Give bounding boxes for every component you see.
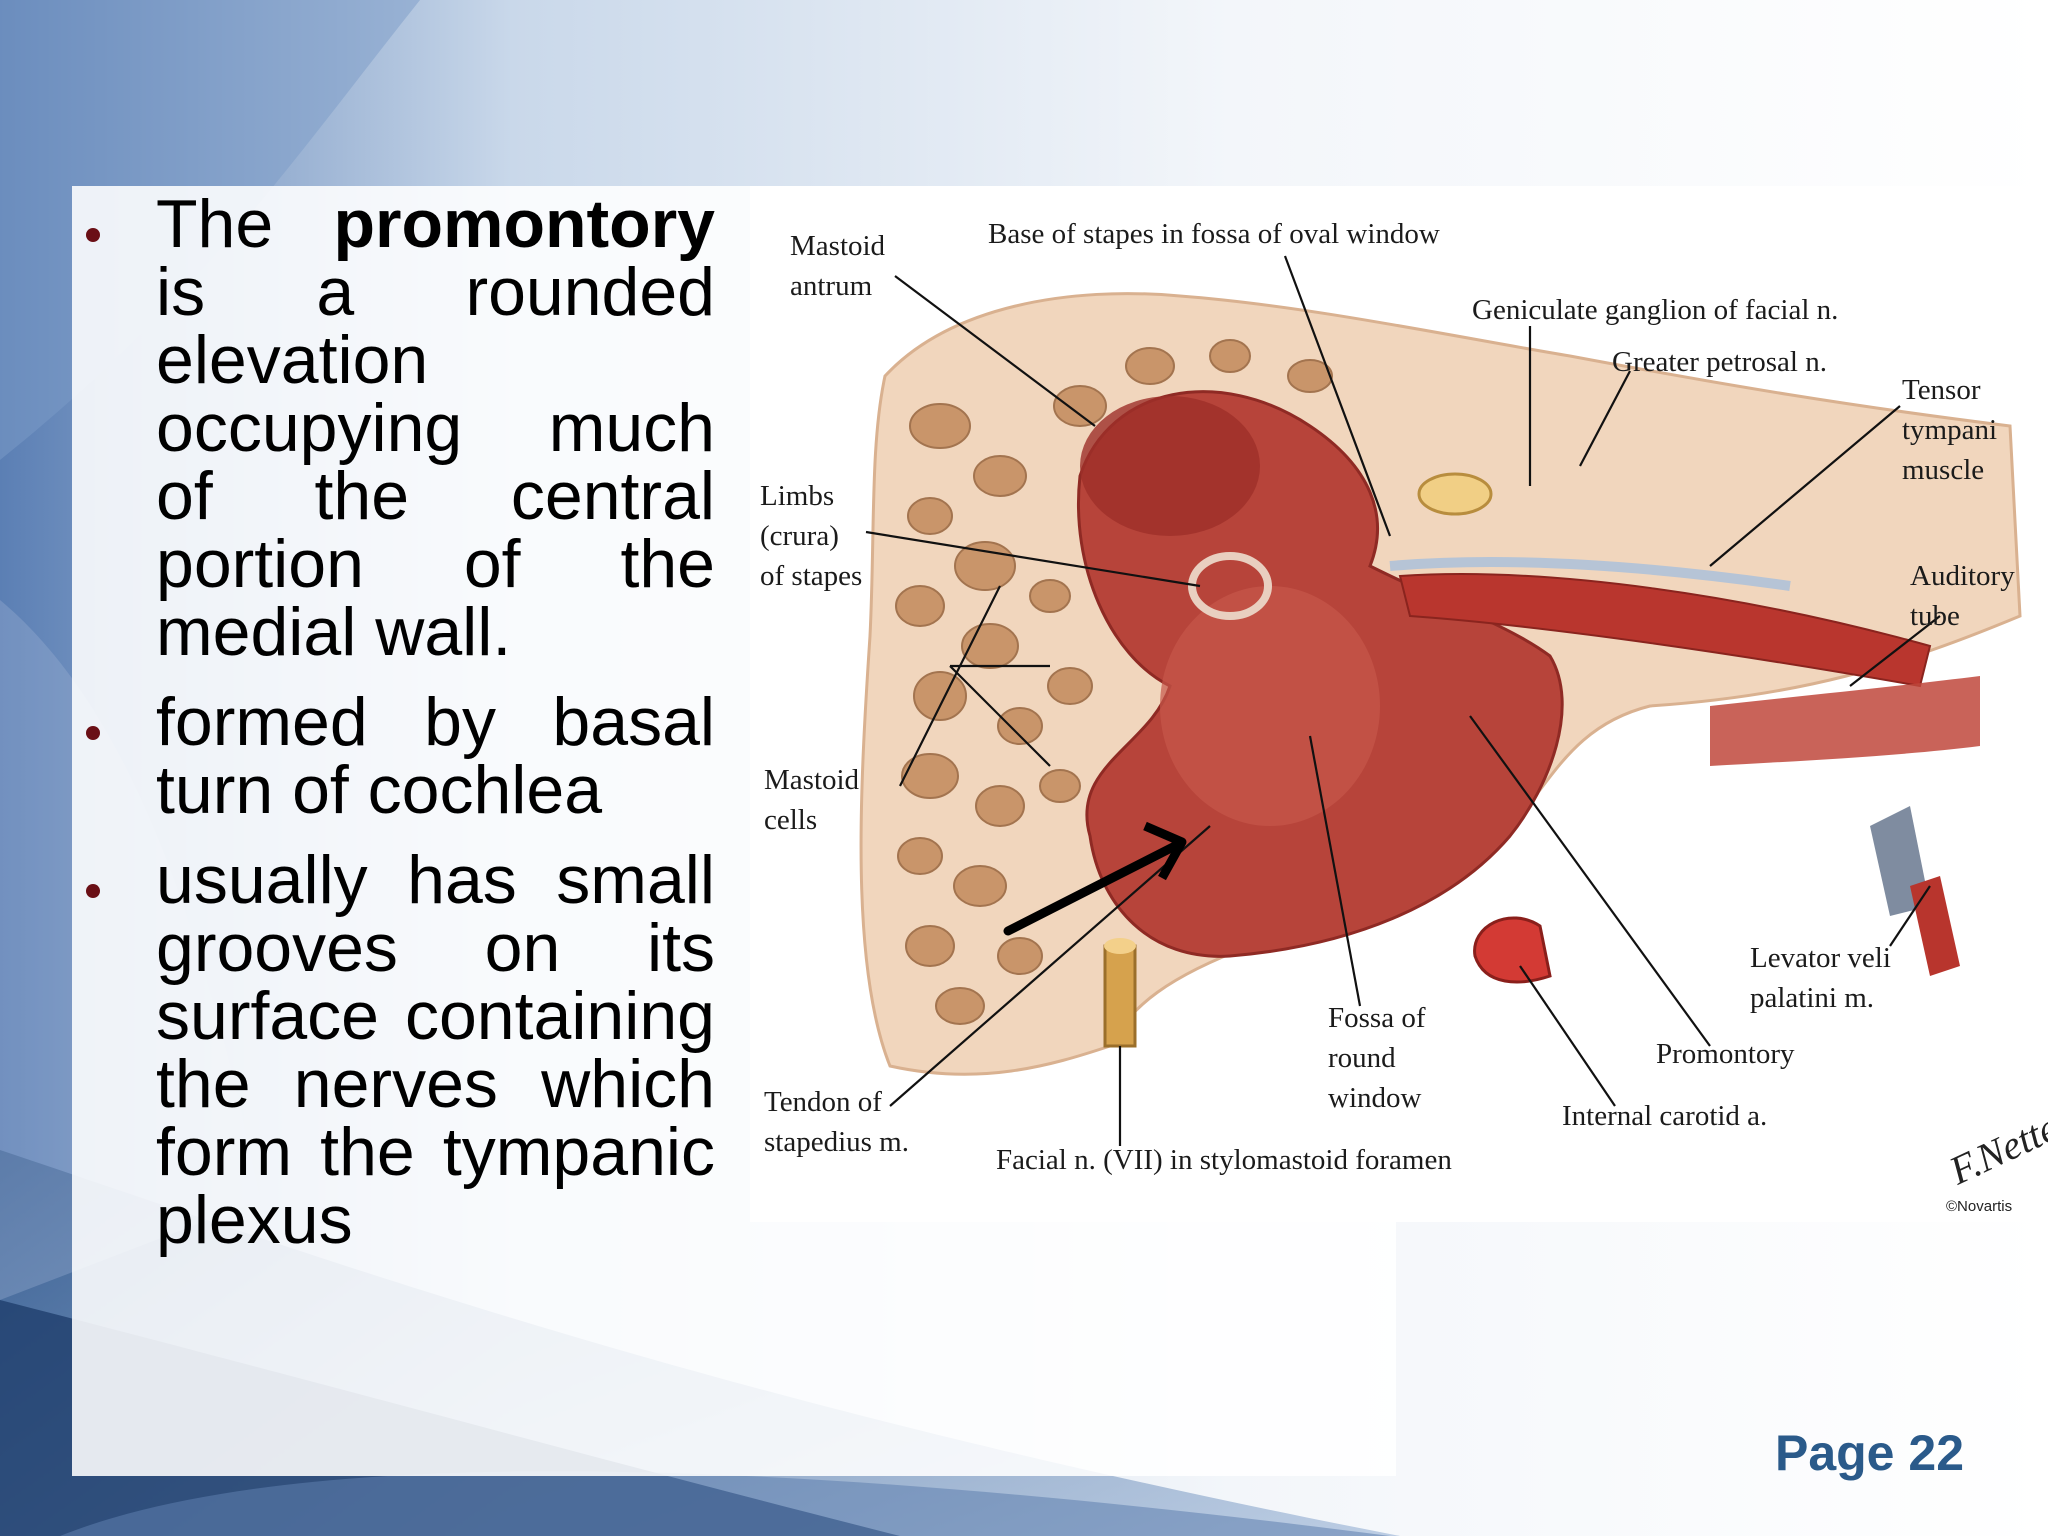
label-geniculate-ganglion: Geniculate ganglion of facial n.	[1472, 294, 1839, 326]
label-tensor-tympani: Tensor tympani muscle	[1902, 374, 1998, 486]
label-tendon-stapedius: Tendon of stapedius m.	[764, 1086, 909, 1158]
label-mastoid-cells: Mastoid cells	[764, 764, 860, 836]
bullet-text-pre: formed by basal turn of cochlea	[156, 684, 715, 828]
page-number: Page 22	[1774, 1425, 1964, 1481]
bullet-text-pre: The	[156, 186, 334, 262]
bullet-item: The promontory is a rounded elevation oc…	[80, 190, 715, 666]
bullet-dot-icon	[86, 228, 100, 242]
bullet-list: The promontory is a rounded elevation oc…	[80, 190, 715, 1276]
label-levator-veli: Levator veli palatini m.	[1750, 942, 1891, 1014]
bullet-text-post: is a rounded elevation occupying much of…	[156, 254, 715, 670]
label-fossa-round-window: Fossa of round window	[1328, 1002, 1426, 1114]
label-facial-nerve: Facial n. (VII) in stylomastoid foramen	[996, 1144, 1452, 1176]
bullet-item: formed by basal turn of cochlea	[80, 688, 715, 824]
copyright-text: ©Novartis	[1946, 1198, 2013, 1215]
label-greater-petrosal: Greater petrosal n.	[1612, 346, 1827, 378]
label-promontory: Promontory	[1656, 1038, 1795, 1070]
label-mastoid-antrum: Mastoid antrum	[790, 230, 886, 302]
bullet-dot-icon	[86, 726, 100, 740]
bullet-text-bold: promontory	[333, 186, 715, 262]
label-internal-carotid: Internal carotid a.	[1562, 1100, 1768, 1132]
label-auditory-tube: Auditory tube	[1910, 560, 2015, 632]
label-base-of-stapes: Base of stapes in fossa of oval window	[988, 218, 1440, 250]
bullet-item: usually has small grooves on its surface…	[80, 846, 715, 1254]
anatomy-figure: Mastoid antrum Base of stapes in fossa o…	[750, 186, 2048, 1222]
anatomy-illustration	[750, 186, 2048, 1222]
label-limbs-of-stapes: Limbs (crura) of stapes	[760, 480, 863, 592]
bullet-dot-icon	[86, 884, 100, 898]
bullet-text-pre: usually has small grooves on its surface…	[156, 842, 715, 1258]
